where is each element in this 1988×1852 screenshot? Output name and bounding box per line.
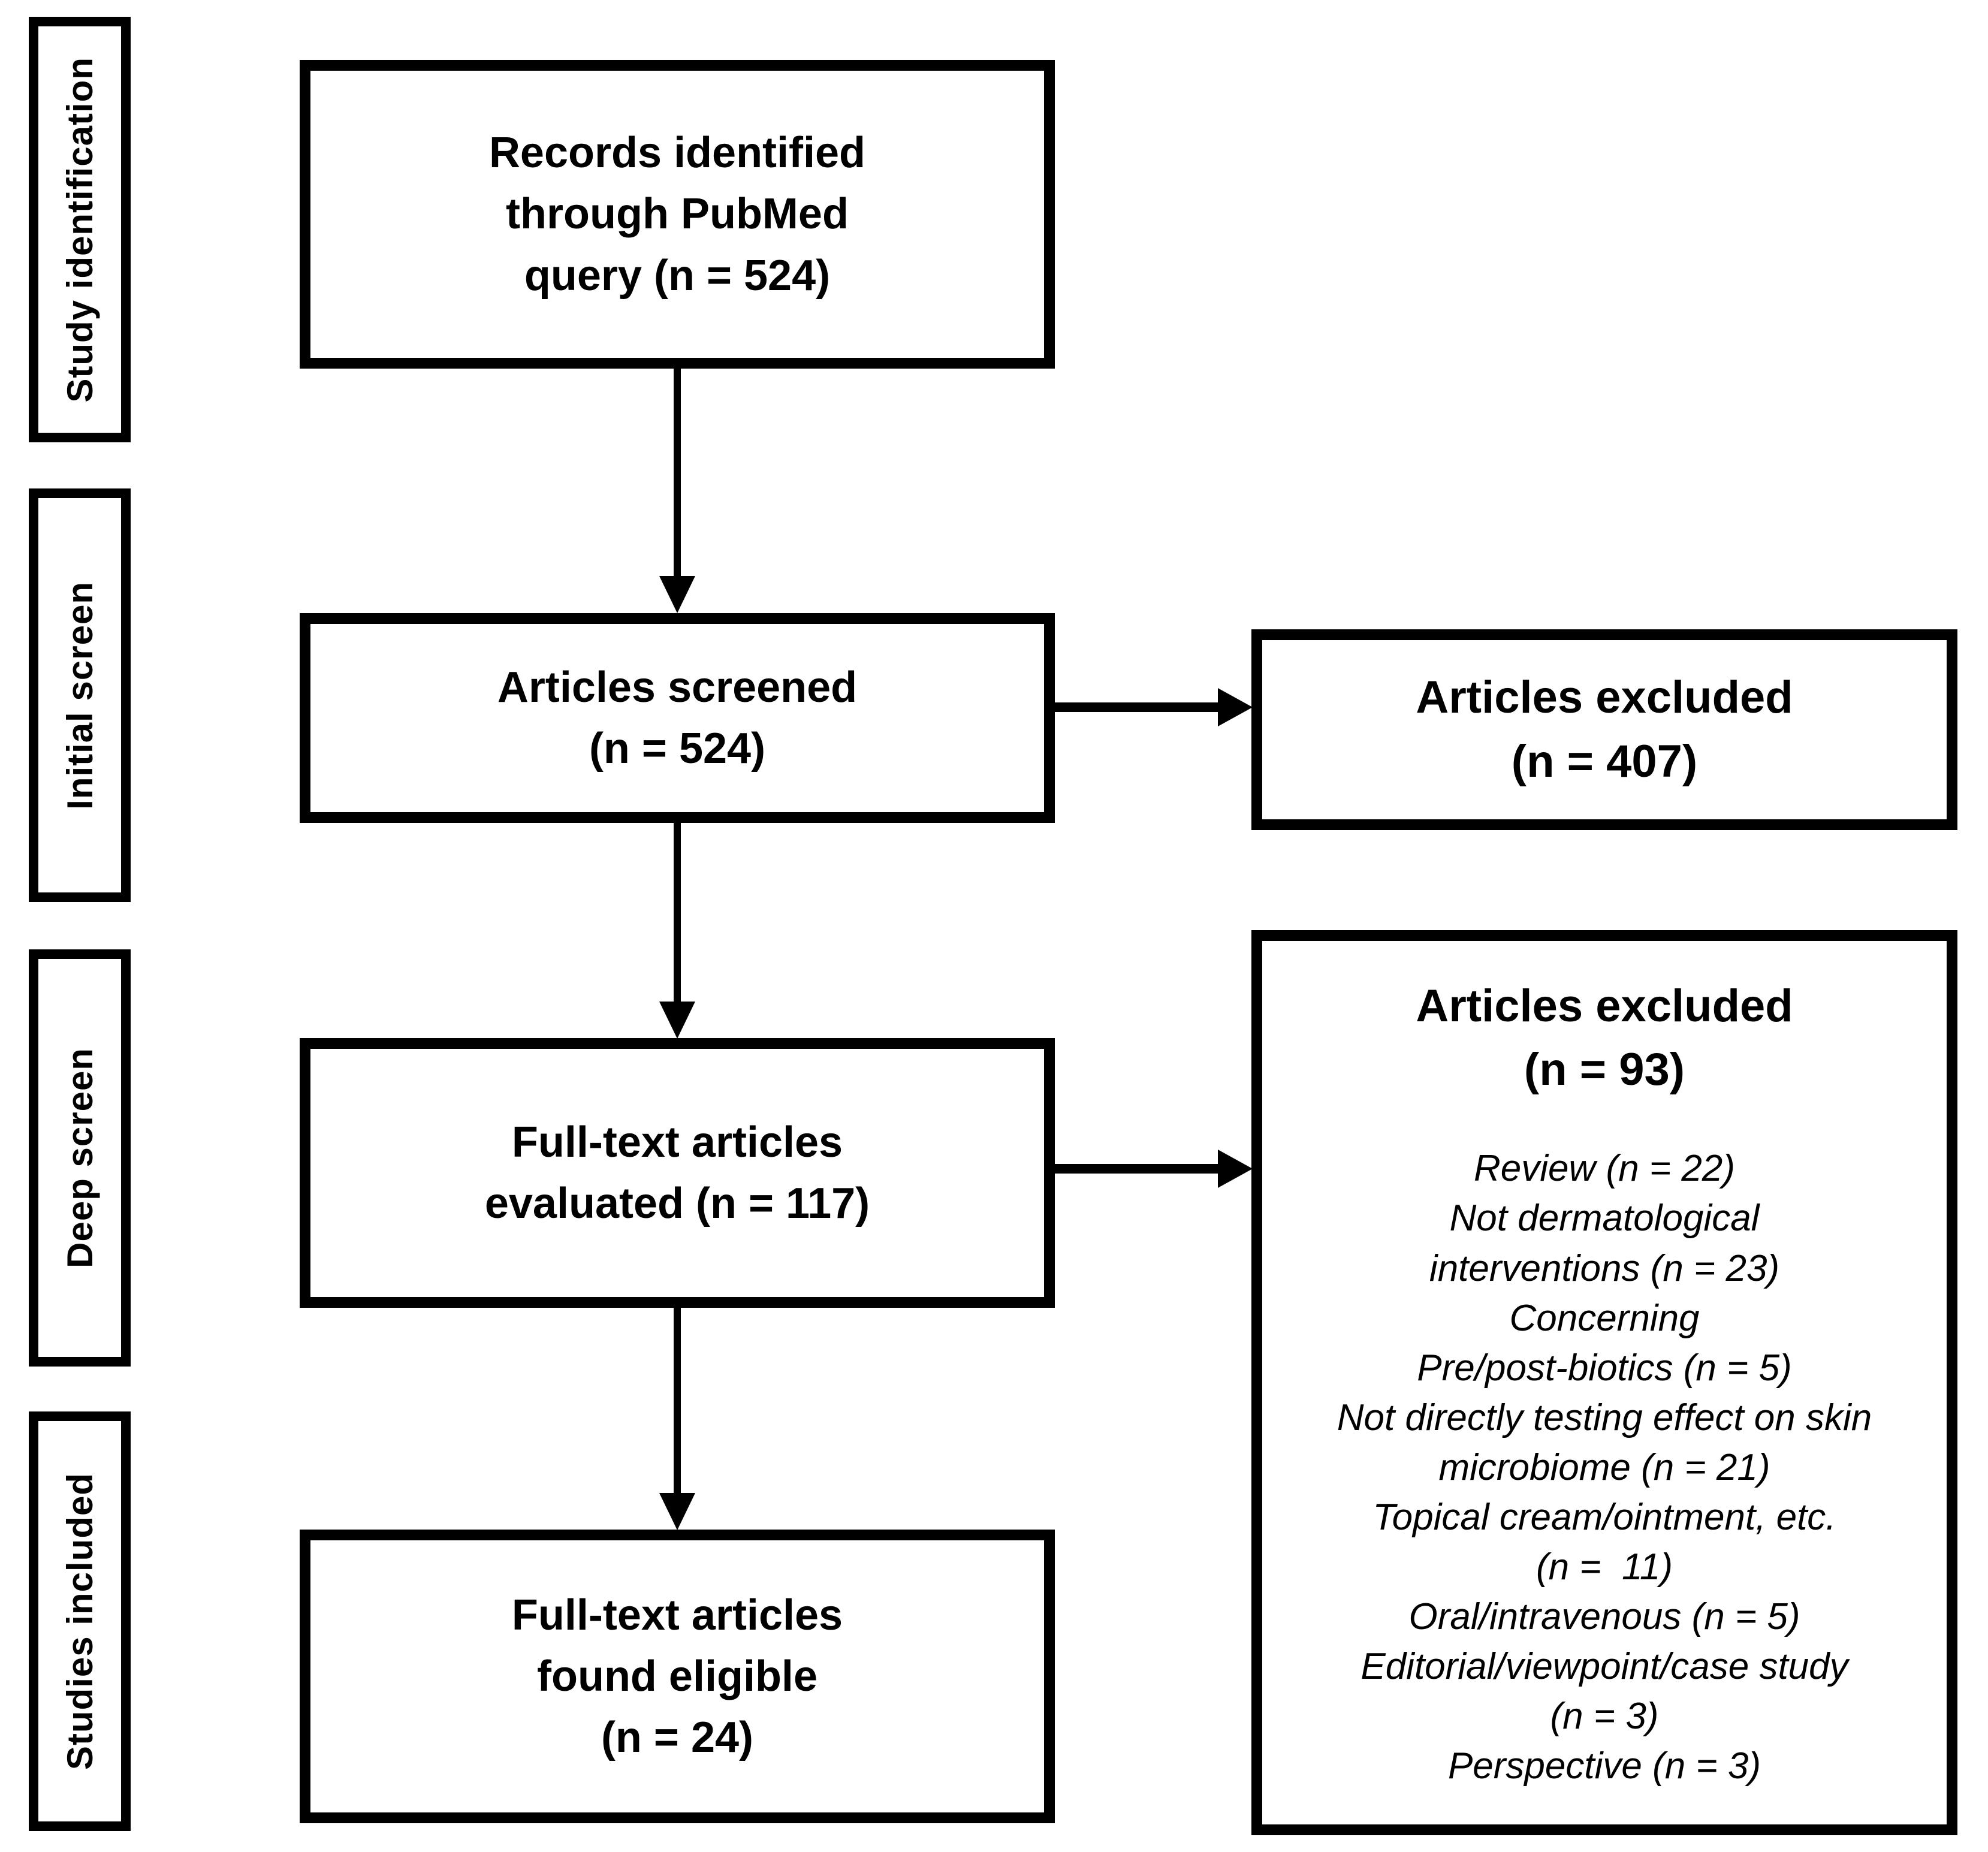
stage-label-text: Initial screen [59, 581, 100, 810]
stage-label-text: Deep screen [59, 1048, 100, 1268]
box-fulltext-evaluated: Full-text articles evaluated (n = 117) [300, 1038, 1055, 1308]
exclusion-reason: Not dermatological [1449, 1198, 1760, 1239]
arrow-identified-to-screened-head [659, 576, 695, 613]
arrow-evaluated-to-eligible-line [674, 1308, 681, 1494]
exclusion-reason: (n = 3) [1550, 1696, 1659, 1738]
arrow-evaluated-to-eligible-head [659, 1493, 695, 1530]
arrow-screened-to-evaluated-head [659, 1002, 695, 1039]
box-fulltext-eligible: Full-text articles found eligible (n = 2… [300, 1530, 1055, 1823]
box-text-line: (n = 24) [601, 1714, 754, 1762]
arrow-screened-to-excluded-head [1218, 688, 1253, 726]
box-articles-excluded-deep: Articles excluded (n = 93) Review (n = 2… [1251, 930, 1957, 1835]
box-text-line: through PubMed [506, 190, 849, 239]
excluded-deep-heading: Articles excluded (n = 93) [1416, 975, 1793, 1102]
arrow-identified-to-screened-line [674, 369, 681, 578]
stage-label-studies-included: Studies included [29, 1411, 131, 1831]
box-articles-excluded-initial: Articles excluded (n = 407) [1251, 629, 1957, 830]
box-text-line: (n = 93) [1524, 1043, 1685, 1095]
exclusion-reason: Review (n = 22) [1474, 1148, 1735, 1190]
stage-label-initial-screen: Initial screen [29, 488, 131, 902]
box-text-line: (n = 524) [589, 725, 766, 773]
exclusion-reasons-list: Review (n = 22) Not dermatological inter… [1337, 1144, 1872, 1791]
box-text-line: Articles screened [497, 663, 858, 711]
stage-label-text: Studies included [59, 1472, 100, 1770]
box-text-line: Articles excluded [1416, 980, 1793, 1031]
box-text-line: Full-text articles [511, 1118, 843, 1166]
exclusion-reason: microbiome (n = 21) [1438, 1446, 1770, 1488]
box-text-line: Records identified [488, 129, 866, 177]
exclusion-reason: Concerning [1509, 1297, 1700, 1339]
stage-label-study-identification: Study identification [29, 17, 131, 442]
exclusion-reason: interventions (n = 23) [1429, 1247, 1780, 1289]
exclusion-reason: Topical cream/ointment, etc. [1372, 1496, 1836, 1538]
box-records-identified: Records identified through PubMed query … [300, 60, 1055, 369]
box-text-line: found eligible [537, 1652, 817, 1700]
exclusion-reason: Perspective (n = 3) [1447, 1745, 1761, 1787]
exclusion-reason: Editorial/viewpoint/case study [1360, 1646, 1848, 1688]
box-articles-screened: Articles screened (n = 524) [300, 613, 1055, 823]
arrow-screened-to-evaluated-line [674, 823, 681, 1003]
stage-label-deep-screen: Deep screen [29, 949, 131, 1367]
exclusion-reason: Pre/post-biotics (n = 5) [1417, 1347, 1792, 1389]
arrow-evaluated-to-excluded-line [1055, 1164, 1219, 1174]
stage-label-text: Study identification [59, 56, 100, 403]
exclusion-reason: Oral/intravenous (n = 5) [1408, 1596, 1800, 1638]
box-text-line: evaluated (n = 117) [484, 1180, 870, 1227]
box-text-line: query (n = 524) [524, 251, 831, 300]
exclusion-reason: Not directly testing effect on skin [1337, 1396, 1872, 1438]
box-text-line: (n = 407) [1511, 735, 1698, 787]
box-text-line: Full-text articles [511, 1591, 843, 1639]
arrow-evaluated-to-excluded-head [1218, 1150, 1253, 1188]
exclusion-reason: (n = 11) [1536, 1546, 1673, 1588]
box-text-line: Articles excluded [1416, 672, 1793, 723]
arrow-screened-to-excluded-line [1055, 702, 1219, 712]
